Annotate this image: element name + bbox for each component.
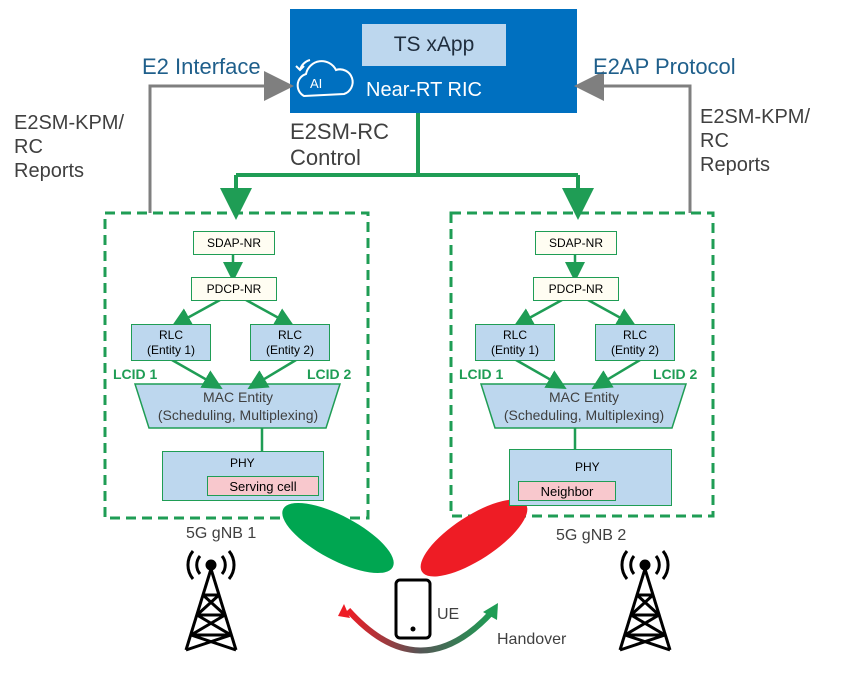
gnb2-neighbor-cell[interactable]: Neighbor [518, 481, 616, 501]
gnb2-phy-label: PHY [575, 460, 600, 474]
gnb2-mac-entity[interactable]: MAC Entity (Scheduling, Multiplexing) [486, 388, 682, 424]
gnb1-phy-label: PHY [230, 456, 255, 470]
gnb2-lcid2-label: LCID 2 [653, 366, 698, 382]
handover-arrow [345, 607, 495, 654]
ts-xapp-box[interactable]: TS xApp [362, 24, 506, 66]
handover-label: Handover [497, 631, 567, 648]
ai-cloud-icon [295, 59, 354, 98]
e2-interface-label: E2 Interface [142, 54, 261, 79]
gnb1-sdap-box[interactable]: SDAP-NR [193, 231, 275, 255]
gnb1-rlc2-box[interactable]: RLC (Entity 2) [250, 324, 330, 361]
gnb1-lcid2-label: LCID 2 [307, 366, 352, 382]
rlc-entity: (Entity 1) [146, 342, 195, 357]
gnb1-lcid1-label: LCID 1 [113, 366, 158, 382]
gnb2-sdap-box[interactable]: SDAP-NR [535, 231, 617, 255]
control-label: E2SM-RC Control [290, 119, 390, 170]
right-report-arrow [574, 71, 692, 213]
e2ap-protocol-label: E2AP Protocol [593, 54, 736, 79]
left-report-arrow [148, 71, 294, 213]
gnb1-container [103, 211, 370, 520]
serving-beam [282, 503, 394, 573]
tower-gnb1-icon [184, 550, 238, 652]
right-reports-label: E2SM-KPM/ RC Reports [700, 106, 811, 176]
tower-gnb2-icon [618, 550, 672, 652]
ue-label: UE [437, 606, 460, 623]
rlc-entity: (Entity 1) [490, 342, 539, 357]
rlc-name: RLC [622, 327, 647, 342]
ue-phone-icon [394, 578, 432, 640]
gnb1-mac-entity[interactable]: MAC Entity (Scheduling, Multiplexing) [140, 388, 336, 424]
gnb2-name: 5G gNB 2 [556, 527, 627, 544]
rlc-entity: (Entity 2) [265, 342, 314, 357]
mac-name: MAC Entity [548, 389, 619, 405]
ai-icon-text: AI [310, 76, 323, 91]
gnb2-container [449, 211, 715, 518]
gnb1-serving-cell[interactable]: Serving cell [207, 476, 319, 496]
gnb2-rlc2-box[interactable]: RLC (Entity 2) [595, 324, 675, 361]
gnb2-pdcp-box[interactable]: PDCP-NR [533, 277, 619, 301]
left-reports-label: E2SM-KPM/ RC Reports [14, 112, 125, 182]
rlc-entity: (Entity 2) [610, 342, 659, 357]
rlc-name: RLC [277, 327, 302, 342]
neighbor-beam [420, 499, 528, 577]
gnb1-name: 5G gNB 1 [186, 525, 257, 542]
gnb1-rlc1-box[interactable]: RLC (Entity 1) [131, 324, 211, 361]
gnb2-mac-shape [479, 383, 688, 429]
rlc-name: RLC [158, 327, 183, 342]
gnb1-mac-shape [133, 383, 342, 429]
mac-desc: (Scheduling, Multiplexing) [157, 407, 319, 423]
mac-desc: (Scheduling, Multiplexing) [503, 407, 665, 423]
near-rt-ric-title: Near-RT RIC [366, 79, 482, 101]
rlc-name: RLC [502, 327, 527, 342]
gnb1-pdcp-box[interactable]: PDCP-NR [191, 277, 277, 301]
gnb2-lcid1-label: LCID 1 [459, 366, 504, 382]
gnb2-rlc1-box[interactable]: RLC (Entity 1) [475, 324, 555, 361]
mac-name: MAC Entity [202, 389, 273, 405]
